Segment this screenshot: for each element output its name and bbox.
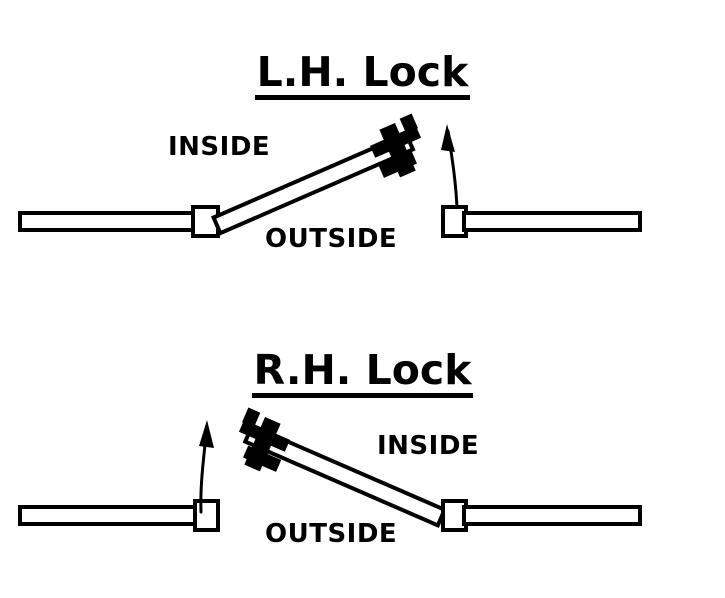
door-jamb-left <box>193 499 220 532</box>
rh-outside-label: OUTSIDE <box>265 519 398 549</box>
rh-lock-drawing <box>18 407 642 532</box>
lock-hardware-icon <box>238 407 290 472</box>
swing-arrow-head-icon <box>199 420 214 448</box>
wall-segment-right <box>462 211 642 232</box>
lh-lock-diagram: L.H. Lock <box>0 52 725 254</box>
lh-inside-label: INSIDE <box>168 132 271 162</box>
rh-lock-diagram: R.H. Lock <box>0 298 725 598</box>
wall-segment-left <box>18 505 198 526</box>
wall-segment-right <box>462 505 642 526</box>
wall-segment-left <box>18 211 197 232</box>
lock-hardware-icon <box>370 113 422 178</box>
swing-arrow-head-icon <box>441 124 455 152</box>
lh-outside-label: OUTSIDE <box>265 224 398 254</box>
lh-lock-title-text: L.H. Lock <box>254 52 471 100</box>
rh-lock-title-text: R.H. Lock <box>251 350 474 398</box>
rh-lock-title: R.H. Lock <box>0 350 725 398</box>
lh-lock-drawing <box>18 113 642 238</box>
rh-inside-label: INSIDE <box>377 431 480 461</box>
lh-lock-title: L.H. Lock <box>0 52 725 100</box>
